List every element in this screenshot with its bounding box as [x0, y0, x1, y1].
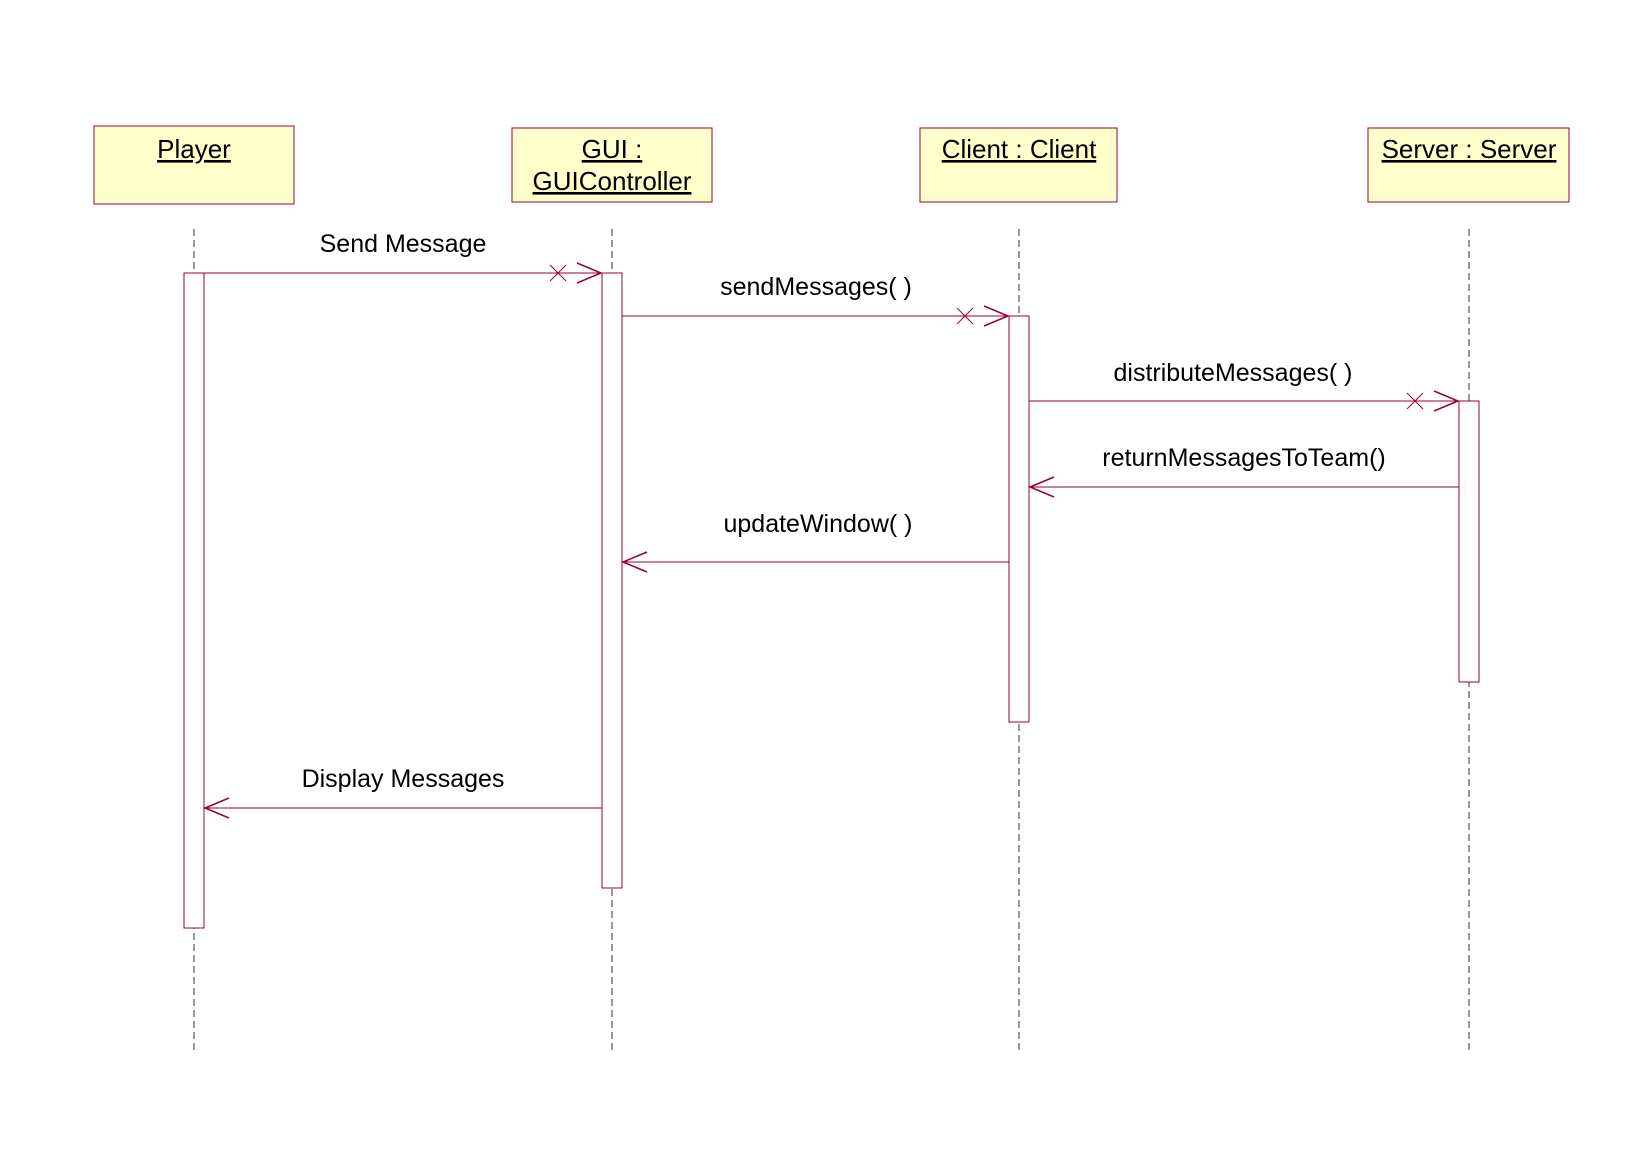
activations — [183, 272, 1480, 929]
activation-client — [1008, 315, 1030, 723]
message-send-message: Send Message — [204, 230, 603, 284]
participant-gui: GUI : GUIController — [511, 127, 713, 203]
participant-box — [511, 127, 713, 203]
message-label: distributeMessages( ) — [1114, 359, 1353, 387]
async-cross-icon — [1406, 392, 1424, 410]
participant-name-line-2: GUIController — [533, 166, 692, 196]
open-arrowhead-icon — [576, 262, 603, 284]
message-return-messages-to-team: returnMessagesToTeam() — [1028, 444, 1459, 498]
open-arrowhead-icon — [621, 551, 648, 573]
message-display-messages: Display Messages — [203, 765, 602, 819]
activation-server — [1458, 400, 1480, 683]
participant-player: Player — [93, 125, 295, 205]
participant-name: Player — [157, 134, 231, 164]
participant-box — [93, 125, 295, 205]
message-label: updateWindow( ) — [724, 510, 913, 538]
participant-name-line-1: GUI : — [582, 134, 643, 164]
async-cross-icon — [956, 307, 974, 325]
participant-server: Server : Server — [1367, 127, 1570, 203]
message-label: Display Messages — [302, 765, 505, 793]
participant-client: Client : Client — [919, 127, 1118, 203]
message-label: sendMessages( ) — [720, 273, 912, 301]
activation-gui — [601, 272, 623, 889]
activation-player — [183, 272, 205, 929]
participant-name: Server : Server — [1382, 134, 1557, 164]
open-arrowhead-icon — [983, 305, 1010, 327]
async-cross-icon — [549, 264, 567, 282]
participant-box — [1367, 127, 1570, 203]
message-label: returnMessagesToTeam() — [1102, 444, 1385, 472]
message-distribute-messages: distributeMessages( ) — [1029, 359, 1460, 412]
message-label: Send Message — [320, 230, 487, 258]
open-arrowhead-icon — [1028, 476, 1055, 498]
open-arrowhead-icon — [1433, 390, 1460, 412]
participant-box — [919, 127, 1118, 203]
open-arrowhead-icon — [203, 797, 230, 819]
message-update-window: updateWindow( ) — [621, 510, 1009, 573]
message-send-messages: sendMessages( ) — [622, 273, 1010, 327]
lifelines — [193, 229, 1470, 1050]
participant-name: Client : Client — [942, 134, 1097, 164]
